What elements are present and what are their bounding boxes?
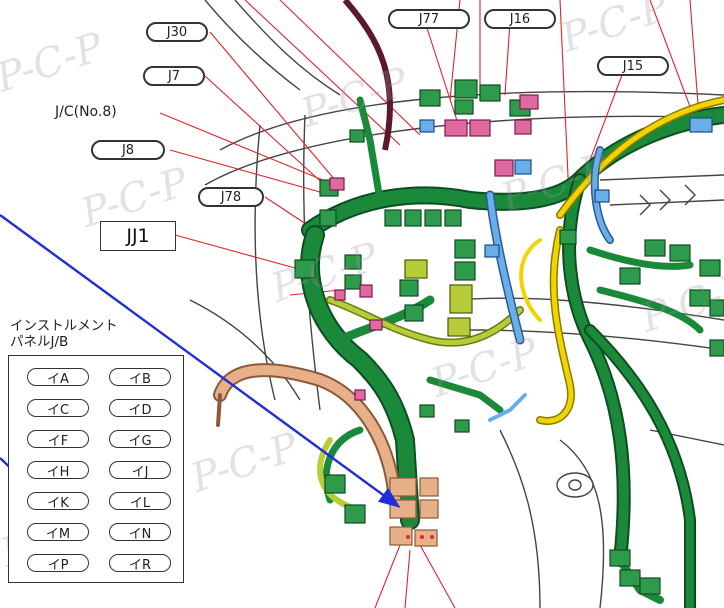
connector-label-jj1: JJ1	[100, 221, 176, 251]
jb-terminal: イP	[27, 554, 89, 573]
junction-block-title-line1: インストルメント	[10, 318, 118, 334]
junction-block-title-line2: パネルJ/B	[10, 334, 69, 350]
connector-label-j77: J77	[388, 9, 470, 29]
main-harness	[300, 96, 724, 608]
connector-label-j30: J30	[146, 22, 208, 42]
olive-connectors	[404, 259, 473, 337]
junction-block-title: インストルメント パネルJ/B	[10, 318, 118, 350]
jb-terminal: イF	[27, 430, 89, 449]
pink-connectors	[329, 94, 539, 401]
connector-label-j15: J15	[597, 56, 669, 76]
connector-label-j78: J78	[198, 187, 264, 207]
jb-terminal: イL	[109, 492, 171, 511]
jb-terminal: イC	[27, 399, 89, 418]
connector-label-j7: J7	[143, 66, 205, 86]
jb-terminal: イA	[27, 368, 89, 387]
yellow-harness	[519, 96, 724, 425]
jb-terminal: イH	[27, 461, 89, 480]
blue-connectors	[419, 117, 713, 258]
tan-cable	[213, 363, 402, 507]
jb-terminal: イB	[109, 368, 171, 387]
jb-terminal: イK	[27, 492, 89, 511]
green-connectors	[294, 79, 724, 595]
dashboard-outline	[189, 0, 724, 608]
tan-connectors	[389, 477, 439, 547]
maroon-cable	[342, 0, 394, 151]
jb-terminal: イR	[109, 554, 171, 573]
connector-dots	[406, 535, 434, 539]
jb-terminal: イG	[109, 430, 171, 449]
jb-terminal: イD	[109, 399, 171, 418]
connector-label-j8: J8	[91, 140, 165, 160]
connector-label-j16: J16	[484, 9, 556, 29]
jb-terminal: イN	[109, 523, 171, 542]
junction-block-panel: イA イB イC イD イF イG イH イJ イK イL イM イN イP イ…	[8, 355, 184, 583]
connector-label-jc-no8: J/C(No.8)	[55, 104, 117, 120]
jb-terminal: イJ	[109, 461, 171, 480]
jb-terminal: イM	[27, 523, 89, 542]
